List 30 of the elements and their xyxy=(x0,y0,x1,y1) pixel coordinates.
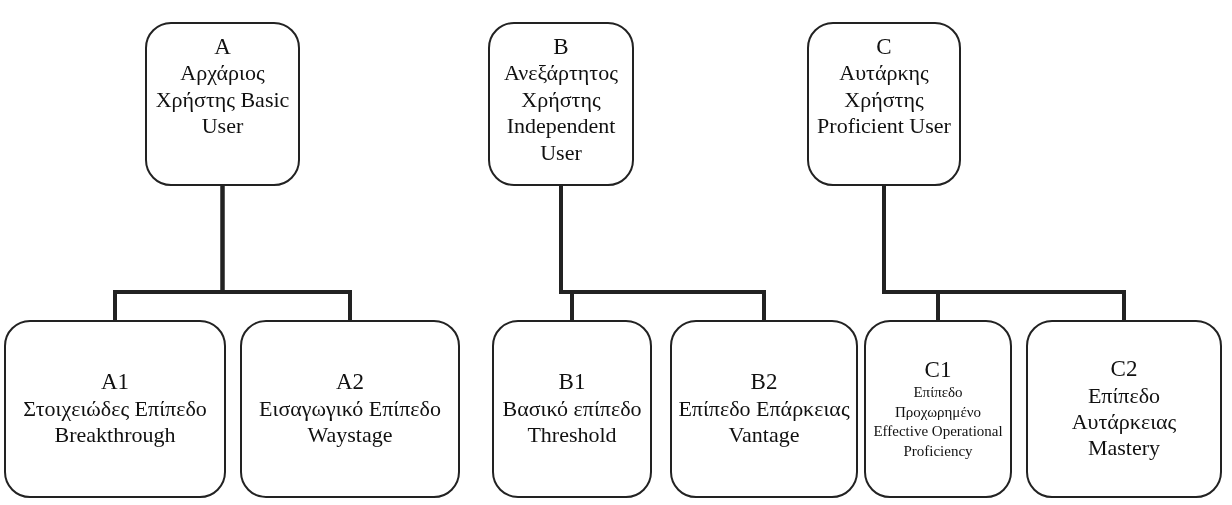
level-box xyxy=(1026,320,1222,498)
level-code: B2 xyxy=(750,369,778,396)
level-description: Επίπεδο Αυτάρκειας Mastery xyxy=(1070,382,1178,462)
level-code: A1 xyxy=(100,369,130,396)
level-description: Εισαγωγικό Επίπεδο Waystage xyxy=(258,395,442,449)
level-code: A2 xyxy=(335,369,365,396)
level-code: B xyxy=(553,34,569,61)
connector-line xyxy=(559,186,766,320)
level-description: Επίπεδο Επάρκειας Vantage xyxy=(678,395,850,449)
level-box xyxy=(488,22,634,186)
level-box xyxy=(145,22,300,186)
level-description: Αυτάρκης Χρήστης Proficient User xyxy=(816,60,952,140)
level-code: C xyxy=(876,34,892,61)
level-code: A xyxy=(214,34,231,61)
level-box xyxy=(240,320,460,498)
level-description: Στοιχειώδες Επίπεδο Breakthrough xyxy=(22,395,208,449)
level-code: B1 xyxy=(558,369,586,396)
level-box xyxy=(807,22,961,186)
level-code: C2 xyxy=(1110,356,1138,383)
connector-line xyxy=(220,186,352,320)
level-description: Αρχάριος Χρήστης Basic User xyxy=(154,60,291,140)
level-description: Επίπεδο Προχωρημένο Effective Operational Proficiency xyxy=(872,383,1004,461)
level-box xyxy=(864,320,1012,498)
level-description: Βασικό επίπεδο Threshold xyxy=(501,395,643,449)
level-code: C1 xyxy=(924,356,952,384)
level-box xyxy=(492,320,652,498)
level-box xyxy=(670,320,858,498)
level-description: Ανεξάρτητος Χρήστης Independent User xyxy=(503,60,619,166)
level-box xyxy=(4,320,226,498)
connector-line xyxy=(882,186,1126,320)
